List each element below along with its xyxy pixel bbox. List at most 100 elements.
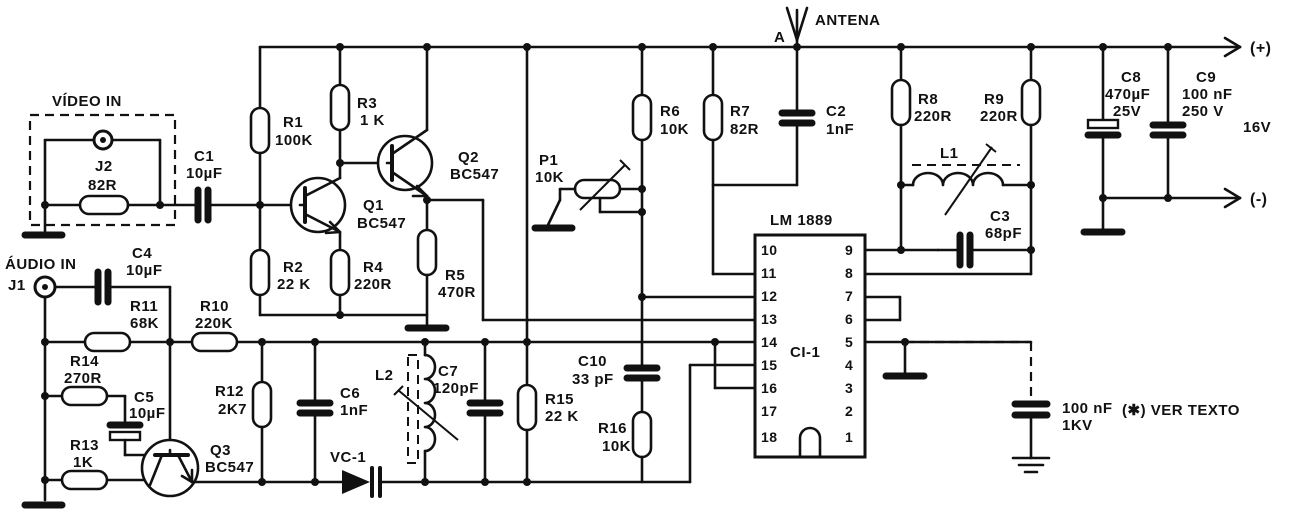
q1-label: Q1 xyxy=(363,197,384,214)
ic-name-label: LM 1889 xyxy=(770,212,833,229)
transistor-q3 xyxy=(140,438,264,498)
r14-label: R14 xyxy=(70,353,99,370)
c8-value-cap: 470µF xyxy=(1105,86,1150,103)
ic-pin-18: 18 xyxy=(761,429,778,445)
ic-pin-3: 3 xyxy=(845,380,853,396)
audio-in-label: ÁUDIO IN xyxy=(5,256,77,273)
vc1-label: VC-1 xyxy=(330,449,366,466)
r4-value: 220R xyxy=(354,276,392,293)
ic-pin-4: 4 xyxy=(845,357,853,373)
inductor-l2 xyxy=(393,340,459,484)
r12-label: R12 xyxy=(215,383,244,400)
r6-label: R6 xyxy=(660,103,680,120)
capacitor-c7 xyxy=(466,340,504,484)
r6-value: 10K xyxy=(660,121,689,138)
r13-label: R13 xyxy=(70,437,99,454)
antena-label: ANTENA xyxy=(815,12,881,29)
c6-label: C6 xyxy=(340,385,360,402)
r11-value: 68K xyxy=(130,315,159,332)
c8-label: C8 xyxy=(1121,69,1141,86)
r10-label: R10 xyxy=(200,298,229,315)
r12-value: 2K7 xyxy=(218,401,247,418)
ic-pin-7: 7 xyxy=(845,288,853,304)
antenna-icon xyxy=(785,6,809,112)
ic-right-wiring xyxy=(863,248,1033,380)
ic-pin-12: 12 xyxy=(761,288,778,304)
q3-value: BC547 xyxy=(205,459,254,476)
c5-label: C5 xyxy=(134,389,154,406)
r-82-label: 82R xyxy=(88,177,117,194)
ic-pin-14: 14 xyxy=(761,334,778,350)
r15-label: R15 xyxy=(545,391,574,408)
capacitor-c2 xyxy=(711,109,816,187)
r5-value: 470R xyxy=(438,284,476,301)
ic-pin-15: 15 xyxy=(761,357,778,373)
r16-label: R16 xyxy=(598,420,627,437)
c5-value: 10µF xyxy=(129,405,166,422)
c3-value: 68pF xyxy=(985,225,1022,242)
optional-cap-voltage: 1KV xyxy=(1062,417,1093,434)
c10-value: 33 pF xyxy=(572,371,614,388)
r14-value: 270R xyxy=(64,370,102,387)
resistor-r10 xyxy=(190,331,757,353)
video-input-block xyxy=(21,113,197,239)
component-labels: ANTENA A (+) (-) 16V VÍDEO IN J2 82R C1 … xyxy=(5,12,1272,476)
r9-label: R9 xyxy=(984,91,1004,108)
r4-label: R4 xyxy=(363,259,383,276)
l2-label: L2 xyxy=(375,367,394,384)
node-a-label: A xyxy=(774,29,785,46)
r8-label: R8 xyxy=(918,91,938,108)
q2-value: BC547 xyxy=(450,166,499,183)
resistor-r7 xyxy=(702,45,757,276)
resistor-r3-r4 xyxy=(329,45,389,319)
r3-value: 1 K xyxy=(360,112,385,129)
ic-pin-9: 9 xyxy=(845,242,853,258)
c8-value-voltage: 25V xyxy=(1113,103,1141,120)
capacitor-c9 xyxy=(1149,45,1187,200)
capacitor-c1 xyxy=(194,186,302,224)
r13-value: 1K xyxy=(73,454,93,471)
p1-label: P1 xyxy=(539,152,558,169)
r9-value: 220R xyxy=(980,108,1018,125)
r2-value: 22 K xyxy=(277,276,311,293)
c1-label: C1 xyxy=(194,148,214,165)
q3-label: Q3 xyxy=(210,442,231,459)
audio-input xyxy=(21,268,174,509)
resistor-r11 xyxy=(43,331,194,353)
ic-pin-6: 6 xyxy=(845,311,853,327)
r2-label: R2 xyxy=(283,259,303,276)
resistor-r14 xyxy=(43,385,127,424)
c1-value: 10µF xyxy=(186,165,223,182)
c2-label: C2 xyxy=(826,103,846,120)
ic-pin-13: 13 xyxy=(761,311,778,327)
ic-pin-10: 10 xyxy=(761,242,778,258)
j1-label: J1 xyxy=(8,277,26,294)
c4-value: 10µF xyxy=(126,262,163,279)
c9-value-voltage: 250 V xyxy=(1182,103,1224,120)
plus-terminal-label: (+) xyxy=(1250,40,1272,57)
r7-value: 82R xyxy=(730,121,759,138)
ic-pin-2: 2 xyxy=(845,403,853,419)
top-rail xyxy=(258,36,1242,58)
c7-label: C7 xyxy=(438,363,458,380)
r11-label: R11 xyxy=(130,298,158,315)
l1-label: L1 xyxy=(940,145,959,162)
ic-pin-17: 17 xyxy=(761,403,778,419)
resistor-r1-r2 xyxy=(249,45,429,317)
capacitor-c6 xyxy=(296,340,334,486)
ic-pin-16: 16 xyxy=(761,380,778,396)
c9-value-cap: 100 nF xyxy=(1182,86,1233,103)
resistor-r8-r9 xyxy=(890,45,1042,254)
varicap-vc1 xyxy=(342,466,692,498)
c4-label: C4 xyxy=(132,245,152,262)
resistor-r12 xyxy=(251,340,344,486)
q1-value: BC547 xyxy=(357,215,406,232)
ic-pin-11: 11 xyxy=(761,265,777,281)
ic-lm1889 xyxy=(753,233,867,459)
wires-to-ic xyxy=(688,340,757,484)
ic-pin-numbers: 10 11 12 13 14 15 16 17 18 9 8 7 6 5 4 3… xyxy=(761,242,853,445)
r10-value: 220K xyxy=(195,315,233,332)
ic-pin-8: 8 xyxy=(845,265,853,281)
note-label: (✱) VER TEXTO xyxy=(1122,402,1240,419)
r15-value: 22 K xyxy=(545,408,579,425)
